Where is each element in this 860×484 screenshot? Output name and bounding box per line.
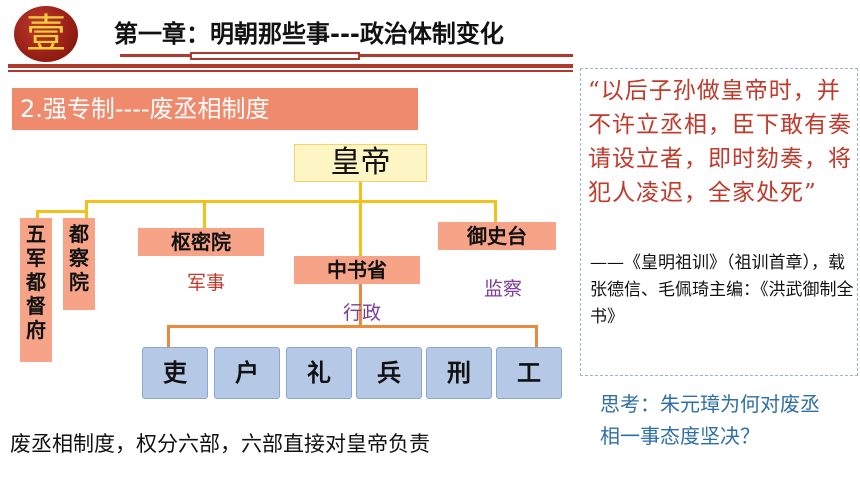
header-divider xyxy=(190,52,360,60)
header-divider xyxy=(120,54,190,57)
header-rule xyxy=(8,70,573,72)
connector-line xyxy=(167,325,537,328)
connector-line xyxy=(36,210,88,213)
quote-source: ——《皇明祖训》（祖训首章），载张德信、毛佩琦主编：《洪武御制全书》 xyxy=(590,253,854,327)
administration-note: 行政 xyxy=(343,302,382,324)
thinking-question-line: 思考：朱元璋为何对废丞 xyxy=(600,392,820,416)
chapter-badge: 壹 xyxy=(14,6,78,62)
header-rule xyxy=(8,64,573,68)
ministry-xing-justice: 刑 xyxy=(426,347,492,399)
ministry-bing-war: 兵 xyxy=(356,347,422,399)
connector-line xyxy=(36,210,39,222)
connector-line xyxy=(494,200,497,222)
ministry-li-personnel: 吏 xyxy=(142,347,208,399)
quote-text: “以后子孙做皇帝时，并不许立丞相，臣下敢有奏请设立者，即时劾奏，将犯人凌迟，全家… xyxy=(588,78,852,206)
duchayuan-box: 都察院 xyxy=(63,218,95,310)
ministry-li-rites: 礼 xyxy=(286,347,352,399)
shumiyuan-box: 枢密院 xyxy=(138,228,264,256)
thinking-question-line: 相一事态度坚决？ xyxy=(600,424,760,448)
supervision-note: 监察 xyxy=(484,278,523,300)
emperor-box: 皇帝 xyxy=(294,144,427,182)
chapter-title: 第一章：明朝那些事---政治体制变化 xyxy=(114,20,504,48)
ministry-hu-revenue: 户 xyxy=(214,347,280,399)
connector-line xyxy=(167,325,170,347)
connector-line xyxy=(535,325,538,347)
zhongshusheng-box: 中书省 xyxy=(294,256,420,284)
connector-line xyxy=(359,182,362,256)
header-divider xyxy=(360,54,573,57)
military-note: 军事 xyxy=(187,272,226,294)
connector-line xyxy=(85,200,496,203)
yushitai-box: 御史台 xyxy=(438,222,556,250)
connector-line xyxy=(359,282,362,326)
ministry-gong-works: 工 xyxy=(496,347,562,399)
thinking-question: 思考：朱元璋为何对废丞 相一事态度坚决？ xyxy=(600,388,860,452)
summary-text: 废丞相制度，权分六部，六部直接对皇帝负责 xyxy=(10,432,430,456)
quote-panel xyxy=(580,68,858,376)
wujun-dudufu-box: 五军都督府 xyxy=(20,218,52,362)
connector-line xyxy=(203,200,206,228)
section-title: 2.强专制----废丞相制度 xyxy=(12,88,418,130)
